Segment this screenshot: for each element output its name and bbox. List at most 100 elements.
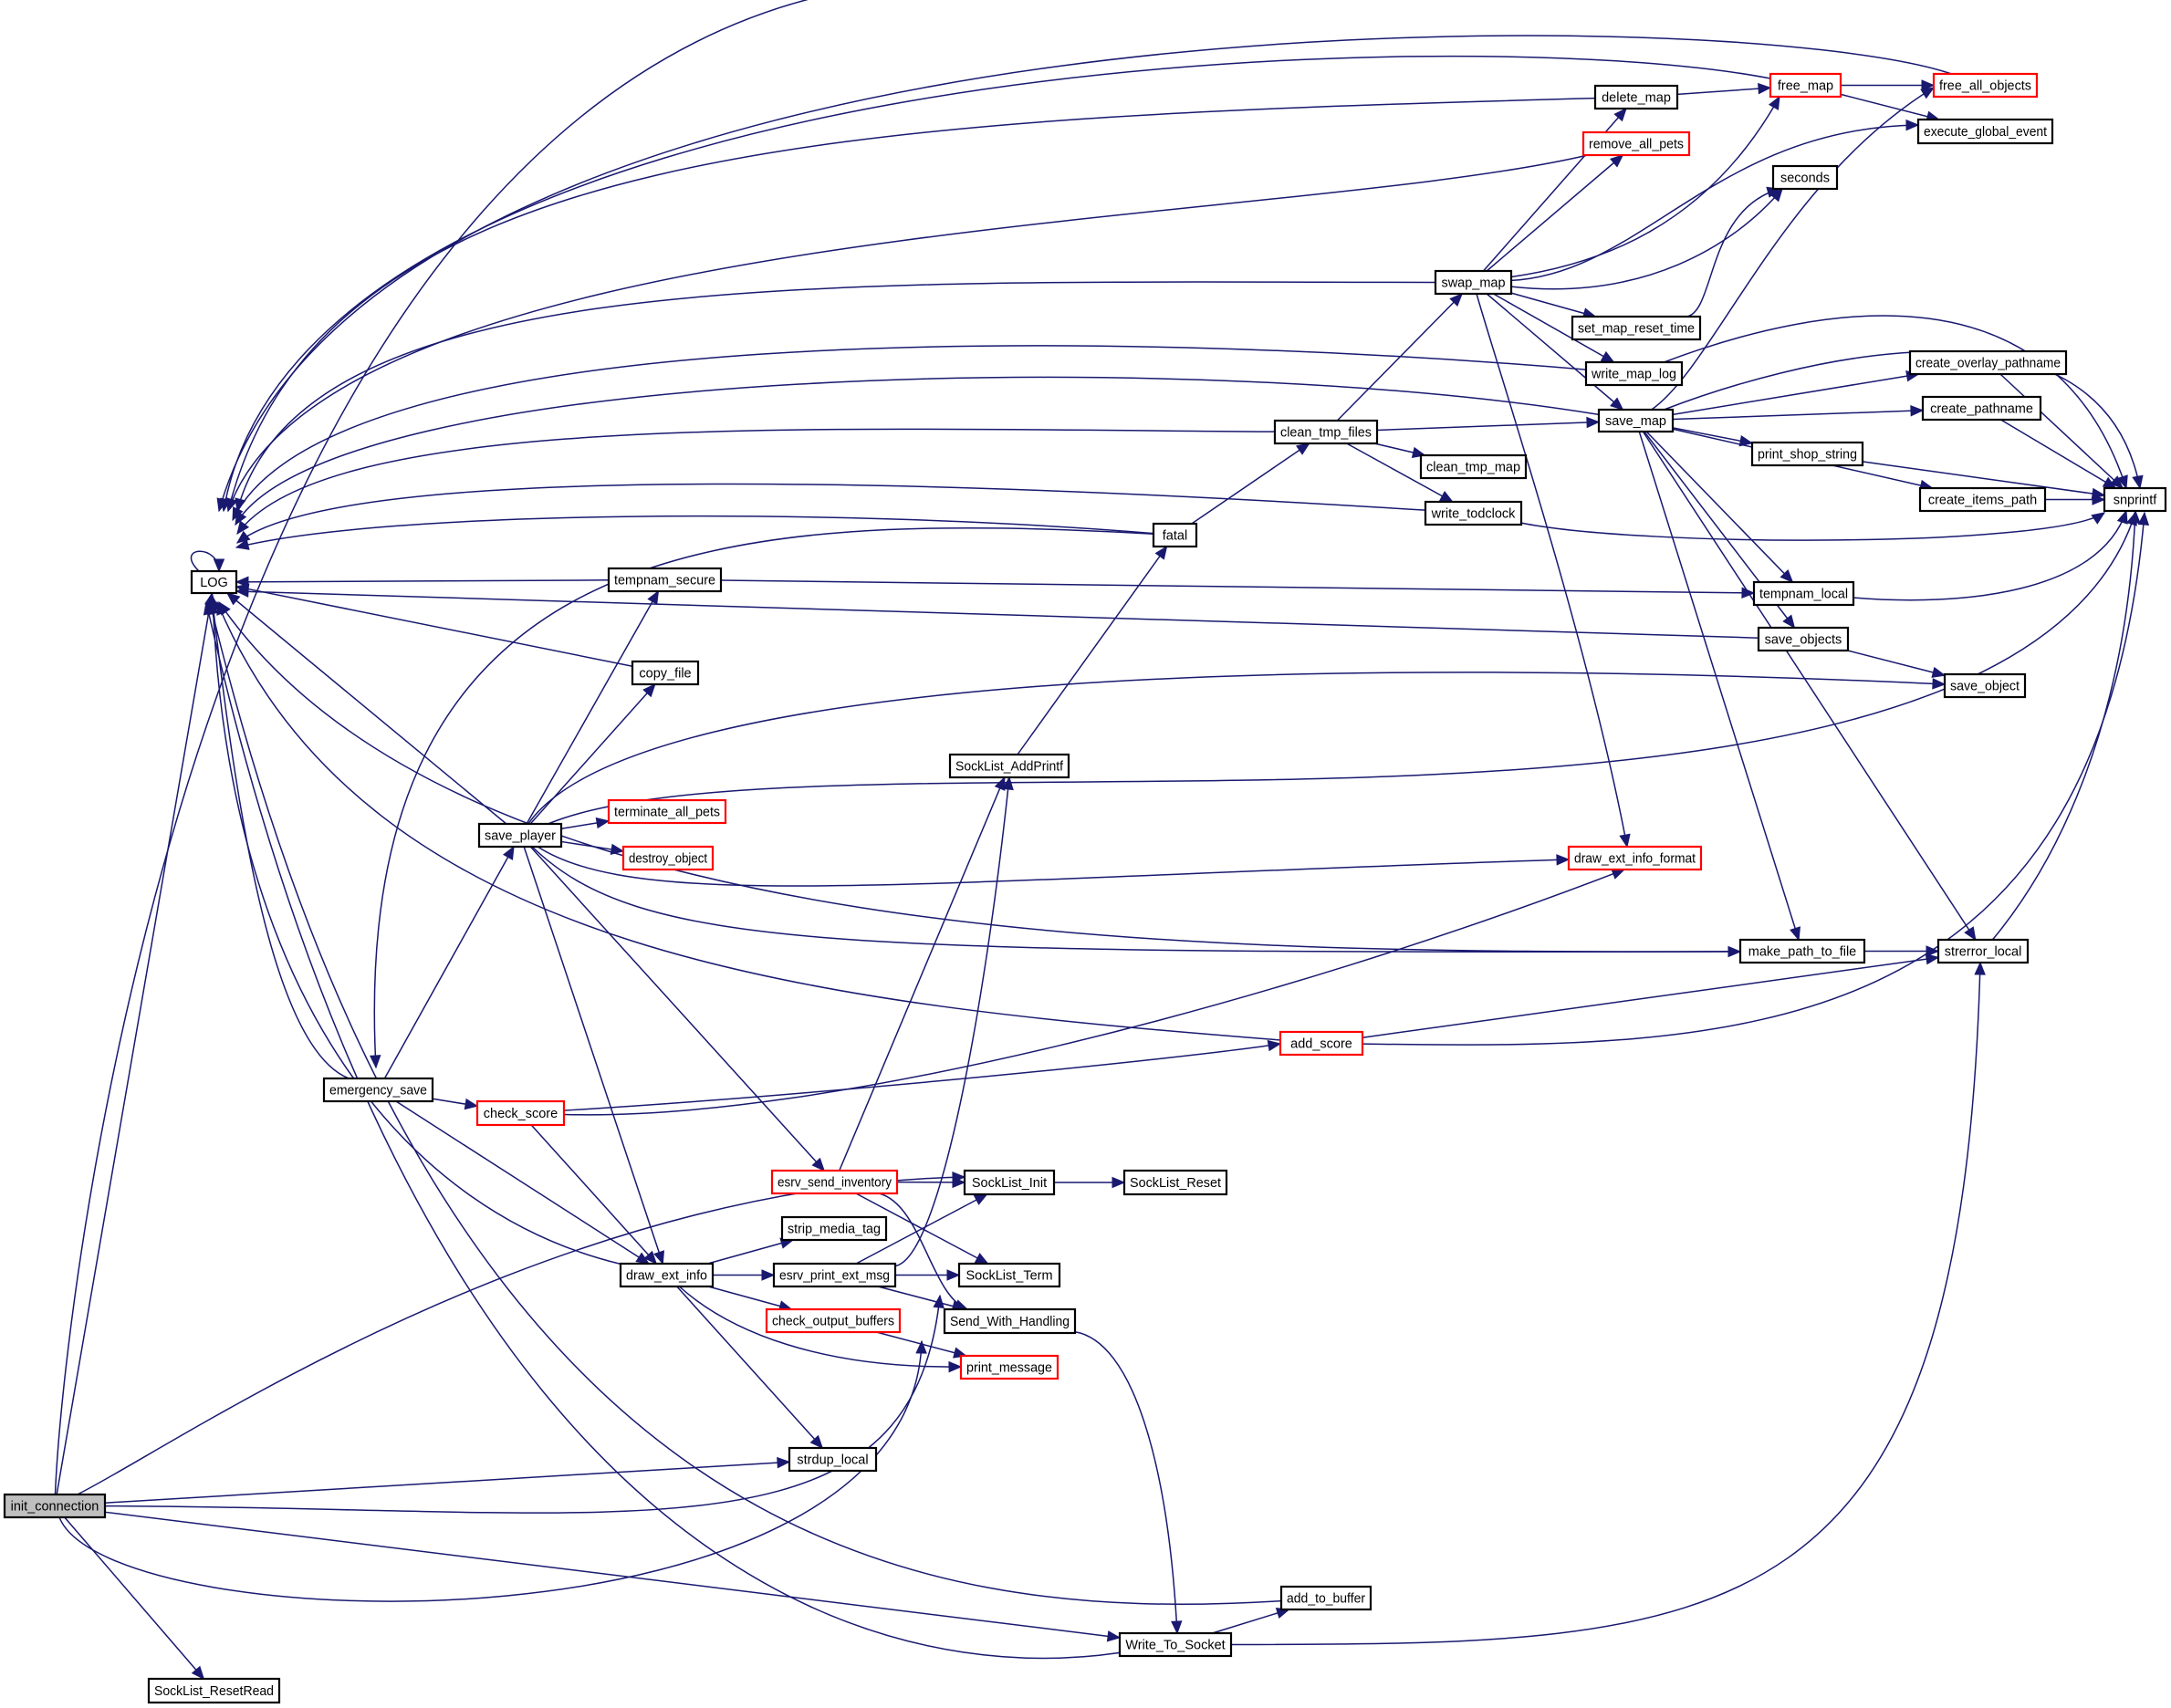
node-box[interactable] — [1122, 1169, 1228, 1196]
node-box[interactable] — [621, 845, 715, 871]
node-check-output-buffers[interactable]: check_output_buffers — [765, 1307, 902, 1334]
node-socklist-addprintf[interactable]: SockList_AddPrintf — [948, 753, 1070, 779]
node-print-message[interactable]: print_message — [959, 1354, 1059, 1380]
node-save-player[interactable]: save_player — [477, 822, 563, 849]
node-box[interactable] — [1434, 269, 1513, 296]
node-set-map-reset-time[interactable]: set_map_reset_time — [1571, 315, 1702, 341]
node-box[interactable] — [1571, 315, 1702, 341]
node-socklist-term[interactable]: SockList_Term — [957, 1262, 1061, 1288]
node-box[interactable] — [475, 1099, 566, 1127]
node-box[interactable] — [1908, 349, 2068, 376]
node-box[interactable] — [619, 1262, 715, 1288]
node-box[interactable] — [607, 798, 727, 825]
node-clean-tmp-files[interactable]: clean_tmp_files — [1273, 419, 1379, 445]
node-box[interactable] — [1581, 130, 1691, 157]
node-execute-global-event[interactable]: execute_global_event — [1916, 118, 2054, 145]
node-box[interactable] — [943, 1307, 1077, 1335]
node-check-score[interactable]: check_score — [475, 1099, 566, 1127]
node-init-connection[interactable]: init_connection — [3, 1493, 107, 1519]
node-box[interactable] — [1936, 938, 2030, 964]
node-send-with-handling[interactable]: Send_With_Handling — [943, 1307, 1077, 1335]
node-box[interactable] — [1918, 486, 2047, 513]
node-add-score[interactable]: add_score — [1279, 1030, 1364, 1057]
node-tempnam-secure[interactable]: tempnam_secure — [607, 567, 723, 593]
node-box[interactable] — [607, 567, 723, 593]
node-box[interactable] — [1424, 500, 1523, 526]
node-box[interactable] — [780, 1215, 888, 1242]
node-box[interactable] — [788, 1446, 878, 1473]
node-box[interactable] — [963, 1169, 1056, 1196]
node-swap-map[interactable]: swap_map — [1434, 269, 1513, 296]
node-box[interactable] — [190, 569, 238, 595]
node-box[interactable] — [1771, 164, 1839, 191]
node-box[interactable] — [1597, 408, 1675, 433]
node-box[interactable] — [1593, 84, 1679, 110]
node-save-map[interactable]: save_map — [1597, 408, 1675, 433]
node-log[interactable]: LOG — [190, 569, 238, 595]
node-destroy-object[interactable]: destroy_object — [621, 845, 715, 871]
node-box[interactable] — [772, 1262, 897, 1288]
node-box[interactable] — [1279, 1585, 1373, 1611]
node-box[interactable] — [1916, 118, 2054, 145]
node-box[interactable] — [2103, 486, 2167, 513]
node-strdup-local[interactable]: strdup_local — [788, 1446, 878, 1473]
node-make-path-to-file[interactable]: make_path_to_file — [1738, 938, 1866, 964]
node-copy-file[interactable]: copy_file — [631, 660, 700, 686]
node-box[interactable] — [3, 1493, 107, 1519]
node-box[interactable] — [1932, 72, 2039, 99]
node-box[interactable] — [631, 660, 700, 686]
node-free-map[interactable]: free_map — [1769, 72, 1842, 99]
node-clean-tmp-map[interactable]: clean_tmp_map — [1419, 453, 1528, 480]
node-seconds[interactable]: seconds — [1771, 164, 1839, 191]
node-snprintf[interactable]: snprintf — [2103, 486, 2167, 513]
node-esrv-print-ext-msg[interactable]: esrv_print_ext_msg — [772, 1262, 897, 1288]
node-fatal[interactable]: fatal — [1152, 522, 1198, 548]
node-print-shop-string[interactable]: print_shop_string — [1750, 441, 1864, 467]
node-box[interactable] — [765, 1307, 902, 1334]
node-write-map-log[interactable]: write_map_log — [1584, 360, 1684, 387]
node-create-overlay-pathname[interactable]: create_overlay_pathname — [1908, 349, 2068, 376]
node-box[interactable] — [1152, 522, 1198, 548]
node-socklist-resetread[interactable]: SockList_ResetRead — [147, 1677, 281, 1704]
node-esrv-send-inventory[interactable]: esrv_send_inventory — [770, 1169, 899, 1195]
node-write-to-socket[interactable]: Write_To_Socket — [1118, 1631, 1233, 1658]
node-strerror-local[interactable]: strerror_local — [1936, 938, 2030, 964]
node-emergency-save[interactable]: emergency_save — [322, 1077, 434, 1103]
node-box[interactable] — [1921, 395, 2042, 422]
node-box[interactable] — [1584, 360, 1684, 387]
node-box[interactable] — [1738, 938, 1866, 964]
node-save-object[interactable]: save_object — [1943, 672, 2027, 699]
node-delete-map[interactable]: delete_map — [1593, 84, 1679, 110]
node-box[interactable] — [477, 822, 563, 849]
node-box[interactable] — [770, 1169, 899, 1195]
node-box[interactable] — [1273, 419, 1379, 445]
node-box[interactable] — [147, 1677, 281, 1704]
node-draw-ext-info-format[interactable]: draw_ext_info_format — [1567, 845, 1703, 871]
node-tempnam-local[interactable]: tempnam_local — [1752, 580, 1855, 607]
node-write-todclock[interactable]: write_todclock — [1424, 500, 1523, 526]
node-terminate-all-pets[interactable]: terminate_all_pets — [607, 798, 727, 825]
node-create-pathname[interactable]: create_pathname — [1921, 395, 2042, 422]
node-box[interactable] — [1118, 1631, 1233, 1658]
node-box[interactable] — [957, 1262, 1061, 1288]
node-box[interactable] — [1750, 441, 1864, 467]
node-save-objects[interactable]: save_objects — [1757, 626, 1850, 652]
node-box[interactable] — [1567, 845, 1703, 871]
node-box[interactable] — [959, 1354, 1059, 1380]
node-draw-ext-info[interactable]: draw_ext_info — [619, 1262, 715, 1288]
node-box[interactable] — [1419, 453, 1528, 480]
node-socklist-reset[interactable]: SockList_Reset — [1122, 1169, 1228, 1196]
node-free-all-objects[interactable]: free_all_objects — [1932, 72, 2039, 99]
node-remove-all-pets[interactable]: remove_all_pets — [1581, 130, 1691, 157]
node-socklist-init[interactable]: SockList_Init — [963, 1169, 1056, 1196]
node-add-to-buffer[interactable]: add_to_buffer — [1279, 1585, 1373, 1611]
node-box[interactable] — [1752, 580, 1855, 607]
node-box[interactable] — [948, 753, 1070, 779]
node-box[interactable] — [1757, 626, 1850, 652]
node-strip-media-tag[interactable]: strip_media_tag — [780, 1215, 888, 1242]
node-box[interactable] — [1943, 672, 2027, 699]
node-box[interactable] — [1279, 1030, 1364, 1057]
node-box[interactable] — [1769, 72, 1842, 99]
node-create-items-path[interactable]: create_items_path — [1918, 486, 2047, 513]
node-box[interactable] — [322, 1077, 434, 1103]
